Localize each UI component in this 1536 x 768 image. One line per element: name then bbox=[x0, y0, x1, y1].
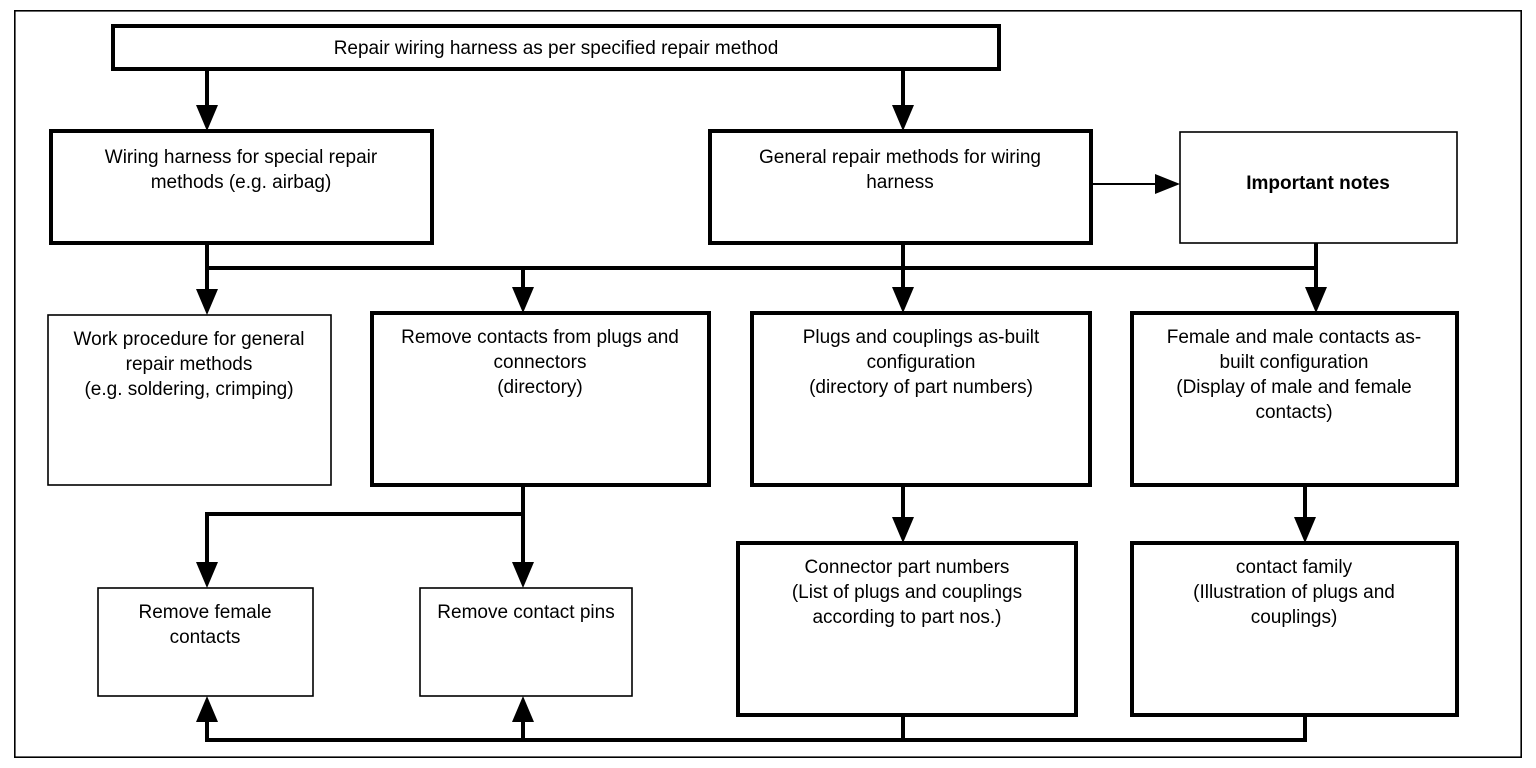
node-label-line-1: Wiring harness for special repair bbox=[105, 147, 378, 168]
node-label-line-1: contact family bbox=[1236, 557, 1353, 578]
connector-general-to-notes bbox=[1091, 174, 1180, 194]
node-label-line-3: (e.g. soldering, crimping) bbox=[84, 379, 293, 400]
connector-remove-contacts-to-remove-pins bbox=[512, 514, 534, 588]
connector-bus-to-female-male bbox=[1305, 268, 1327, 313]
node-label-line-2: (Illustration of plugs and bbox=[1193, 582, 1395, 603]
node-box[interactable] bbox=[708, 129, 1093, 245]
node-box[interactable] bbox=[419, 587, 633, 697]
node-box[interactable] bbox=[1179, 131, 1458, 244]
node-label-line-2: harness bbox=[866, 172, 934, 193]
node-label-line-1: General repair methods for wiring bbox=[759, 147, 1041, 168]
node-label-line-3: according to part nos.) bbox=[812, 607, 1001, 628]
node-label-line-2: contacts bbox=[170, 627, 241, 648]
page-frame bbox=[14, 10, 1523, 759]
node-label-line-1: Repair wiring harness as per specified r… bbox=[334, 38, 779, 59]
node-box[interactable] bbox=[97, 587, 314, 697]
node-label-line-1: Plugs and couplings as-built bbox=[803, 327, 1040, 348]
node-label-line-3: (directory) bbox=[497, 377, 583, 398]
node-label-line-3: couplings) bbox=[1251, 607, 1338, 628]
connector-female-male-to-contact-family bbox=[1294, 485, 1316, 543]
connector-root-to-special bbox=[196, 69, 218, 131]
node-label-line-1: Remove female bbox=[138, 602, 271, 623]
node-contact-family[interactable]: contact family (Illustration of plugs an… bbox=[1130, 541, 1459, 717]
node-label-line-1: Work procedure for general bbox=[74, 329, 305, 350]
node-work-procedure-general-repair[interactable]: Work procedure for general repair method… bbox=[47, 314, 332, 486]
node-label-line-2: connectors bbox=[494, 352, 587, 373]
node-female-male-contacts-as-built[interactable]: Female and male contacts as- built confi… bbox=[1130, 311, 1459, 487]
node-label-line-4: contacts) bbox=[1255, 402, 1332, 423]
node-important-notes[interactable]: Important notes bbox=[1179, 131, 1458, 244]
connector-bus-to-remove-contacts bbox=[512, 268, 534, 313]
node-label-line-2: configuration bbox=[867, 352, 976, 373]
connector-bus-to-work-procedure bbox=[196, 268, 218, 315]
connector-bus-to-plugs bbox=[892, 268, 914, 313]
node-label-line-1: Remove contacts from plugs and bbox=[401, 327, 679, 348]
node-box[interactable] bbox=[111, 24, 1001, 71]
node-box[interactable] bbox=[1130, 311, 1459, 487]
node-remove-contacts-from-plugs[interactable]: Remove contacts from plugs and connector… bbox=[370, 311, 711, 487]
node-label-line-3: (directory of part numbers) bbox=[809, 377, 1033, 398]
node-label-line-1: Remove contact pins bbox=[437, 602, 614, 623]
node-wiring-harness-special-repair[interactable]: Wiring harness for special repair method… bbox=[49, 129, 434, 245]
node-plugs-couplings-as-built[interactable]: Plugs and couplings as-built configurati… bbox=[750, 311, 1092, 487]
connector-root-to-general bbox=[892, 69, 914, 131]
connector-layer bbox=[196, 69, 1327, 742]
connector-return-bus-to-remove-pins bbox=[512, 696, 534, 740]
node-label-line-2: (List of plugs and couplings bbox=[792, 582, 1022, 603]
node-label-line-1: Female and male contacts as- bbox=[1167, 327, 1422, 348]
connector-remove-contacts-to-remove-female bbox=[196, 485, 525, 588]
node-box[interactable] bbox=[370, 311, 711, 487]
distribution-bus bbox=[205, 243, 1318, 270]
node-repair-wiring-harness[interactable]: Repair wiring harness as per specified r… bbox=[111, 24, 1001, 71]
node-box[interactable] bbox=[736, 541, 1078, 717]
node-box[interactable] bbox=[1130, 541, 1459, 717]
node-label-line-2: repair methods bbox=[126, 354, 253, 375]
node-box[interactable] bbox=[49, 129, 434, 245]
node-connector-part-numbers[interactable]: Connector part numbers (List of plugs an… bbox=[736, 541, 1078, 717]
node-label-line-2: methods (e.g. airbag) bbox=[151, 172, 332, 193]
node-general-repair-methods[interactable]: General repair methods for wiring harnes… bbox=[708, 129, 1093, 245]
node-label-line-1: Connector part numbers bbox=[805, 557, 1010, 578]
node-box[interactable] bbox=[750, 311, 1092, 487]
node-label-line-1: Important notes bbox=[1246, 173, 1390, 194]
node-label-line-3: (Display of male and female bbox=[1176, 377, 1412, 398]
node-box[interactable] bbox=[47, 314, 332, 486]
node-label-line-2: built configuration bbox=[1220, 352, 1369, 373]
node-remove-contact-pins[interactable]: Remove contact pins bbox=[419, 587, 633, 697]
return-bus bbox=[205, 715, 1307, 742]
connector-plugs-to-connector-parts bbox=[892, 485, 914, 543]
connector-return-bus-to-remove-female bbox=[196, 696, 218, 740]
node-remove-female-contacts[interactable]: Remove female contacts bbox=[97, 587, 314, 697]
